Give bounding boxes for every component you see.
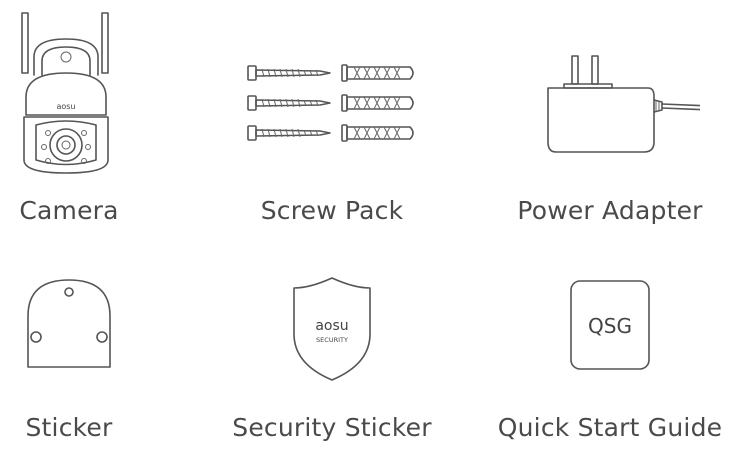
- quick-start-guide-label: Quick Start Guide: [497, 413, 723, 442]
- power-adapter-item: Power Adapter: [486, 0, 734, 240]
- screw-pack-icon: [247, 64, 414, 142]
- shield-icon: aosu SECURITY: [293, 277, 371, 381]
- camera-icon: aosu: [21, 12, 109, 174]
- camera-item: aosu Camera: [0, 0, 193, 240]
- security-sticker-brand: aosu: [315, 318, 348, 334]
- quick-start-guide-item: QSG Quick Start Guide: [486, 0, 734, 454]
- security-sticker-badge-text: SECURITY: [316, 336, 348, 344]
- power-adapter-label: Power Adapter: [517, 196, 703, 225]
- security-sticker-label: Security Sticker: [232, 413, 432, 442]
- camera-label: Camera: [19, 196, 119, 225]
- security-sticker-item: aosu SECURITY Security Sticker: [208, 0, 456, 454]
- power-adapter-illustration: [486, 48, 734, 163]
- screw-pack-illustration: [208, 55, 456, 155]
- camera-illustration: aosu: [0, 5, 193, 180]
- booklet-icon: QSG: [570, 280, 650, 370]
- sticker-icon: [27, 279, 111, 368]
- quick-start-guide-illustration: QSG: [486, 277, 734, 372]
- sticker-item: Sticker: [0, 0, 193, 454]
- sticker-illustration: [0, 272, 193, 387]
- screw-pack-label: Screw Pack: [260, 196, 404, 225]
- security-sticker-illustration: aosu SECURITY: [208, 272, 456, 387]
- sticker-label: Sticker: [25, 413, 113, 442]
- quick-start-guide-box-text: QSG: [588, 314, 632, 338]
- camera-brand: aosu: [56, 102, 75, 111]
- screw-pack-item: Screw Pack: [208, 0, 456, 240]
- power-adapter-icon: [547, 55, 700, 153]
